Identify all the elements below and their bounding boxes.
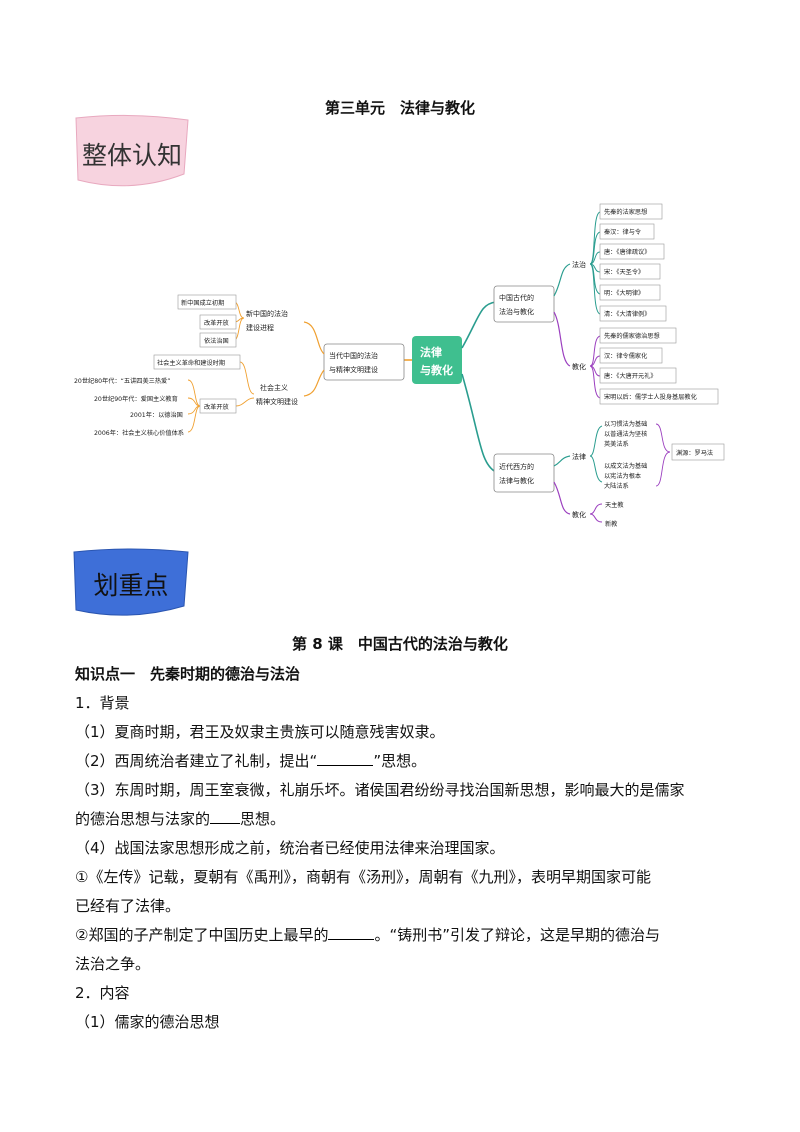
law-item-box (199, 332, 237, 348)
ancient-node (493, 285, 555, 323)
mindmap-center-line1: 法律 (420, 345, 442, 359)
law-label-2: 建设进程 (246, 323, 274, 332)
text: ”思想。 (373, 752, 427, 770)
fill-blank[interactable] (210, 807, 241, 824)
law-item: 改革开放 (204, 319, 229, 327)
culture-item: 20世纪90年代：爱国主义教育 (94, 395, 178, 403)
origin-box (671, 443, 725, 461)
paragraph: （2）西周统治者建立了礼制，提出“ ”思想。 (75, 747, 735, 776)
jiaohua-item-box (599, 388, 719, 405)
culture-item: 2006年：社会主义核心价值体系 (94, 429, 184, 437)
falv-item: 英美法系 (604, 440, 629, 448)
contemporary-node (323, 343, 405, 381)
western-falv-label: 法律 (572, 452, 586, 461)
jiaohua-item: 汉：律令儒家化 (604, 352, 647, 360)
western-node (493, 453, 555, 493)
mindmap: 法律 与教化 中国古代的 法治与教化 法治 教化 先秦的法家思想 秦汉：律与令 … (74, 203, 725, 528)
paragraph: ①《左传》记载，夏朝有《禹刑》，商朝有《汤刑》，周朝有《九刑》，表明早期国家可能 (75, 868, 651, 886)
jiaohua-item-box (599, 327, 677, 344)
text: 思想。 (240, 810, 286, 828)
mindmap-center-line2: 与教化 (420, 363, 453, 377)
culture-label-1: 社会主义 (260, 383, 288, 392)
text: 。“铸刑书”引发了辩论，这是早期的德治与 (374, 926, 660, 944)
overview-banner-label: 整体认知 (81, 141, 182, 170)
jiaohua-item-box (599, 347, 663, 364)
fazhi-item: 秦汉：律与令 (604, 228, 642, 236)
fazhi-item: 明：《大明律》 (604, 289, 644, 297)
ancient-label-2: 法治与教化 (499, 307, 534, 316)
paragraph: （1）儒家的德治思想 (75, 1013, 220, 1031)
contemporary-label-1: 当代中国的法治 (329, 351, 378, 360)
fazhi-item-box (599, 263, 661, 280)
fazhi-item: 先秦的法家思想 (604, 208, 647, 216)
jiaohua-item: 宋明以后：儒学士人投身基层教化 (604, 393, 697, 401)
law-item-box (199, 314, 237, 330)
overview-banner: 整体认知 (72, 114, 192, 190)
culture-early: 社会主义革命和建设时期 (157, 359, 225, 367)
culture-reform: 改革开放 (204, 403, 229, 411)
western-jiaohua-item: 天主教 (605, 501, 624, 509)
unit-title: 第三单元 法律与教化 (324, 99, 475, 117)
fazhi-item-box (599, 243, 665, 260)
culture-label-2: 精神文明建设 (256, 397, 298, 406)
section-heading: 1．背景 (75, 694, 130, 712)
western-label-1: 近代西方的 (499, 462, 534, 471)
paragraph: ②郑国的子产制定了中国历史上最早的 。“铸刑书”引发了辩论，这是早期的德治与 (75, 921, 735, 950)
paragraph: （3）东周时期，周王室衰微，礼崩乐坏。诸侯国君纷纷寻找治国新思想，影响最大的是儒… (75, 781, 685, 799)
text: （2）西周统治者建立了礼制，提出“ (75, 752, 318, 770)
jiaohua-label: 教化 (572, 362, 586, 371)
culture-item: 2001年：以德治国 (130, 411, 183, 419)
lesson-body: 知识点一 先秦时期的德治与法治 1．背景 （1）夏商时期，君王及奴隶主贵族可以随… (75, 660, 735, 1037)
paragraph: 法治之争。 (75, 955, 151, 973)
fazhi-item: 宋：《天圣令》 (604, 268, 644, 276)
western-jiaohua-item: 新教 (605, 520, 617, 528)
falv-item: 以普通法为坚核 (604, 430, 647, 438)
knowledge-point-heading: 知识点一 先秦时期的德治与法治 (75, 665, 301, 683)
falv-item: 以成文法为基础 (604, 462, 647, 470)
paragraph: （1）夏商时期，君王及奴隶主贵族可以随意残害奴隶。 (75, 723, 445, 741)
blue-ribbon-shape (73, 548, 189, 616)
jiaohua-item: 先秦的儒家德治思想 (604, 332, 660, 340)
fazhi-item-box (599, 223, 655, 240)
fazhi-label: 法治 (572, 260, 586, 269)
fazhi-item: 清：《大清律例》 (604, 310, 650, 318)
fazhi-item-box (599, 203, 663, 220)
falv-item: 以宪法为根本 (604, 472, 641, 480)
law-item-box (177, 294, 237, 310)
keypoints-banner-label: 划重点 (93, 571, 169, 600)
contemporary-label-2: 与精神文明建设 (329, 365, 378, 374)
ancient-label-1: 中国古代的 (499, 293, 534, 302)
pink-ribbon-shape (75, 114, 189, 187)
text: ②郑国的子产制定了中国历史上最早的 (75, 926, 329, 944)
law-item: 依法治国 (204, 337, 229, 345)
jiaohua-item-box (599, 367, 677, 384)
culture-item: 20世纪80年代：“五讲四美三热爱” (74, 377, 170, 385)
keypoints-banner: 划重点 (70, 546, 192, 618)
falv-item: 大陆法系 (604, 482, 629, 490)
paragraph: 的德治思想与法家的 思想。 (75, 805, 735, 834)
fazhi-item: 唐：《唐律疏议》 (604, 248, 650, 256)
law-label-1: 新中国的法治 (246, 309, 288, 318)
jiaohua-item: 唐：《大唐开元礼》 (604, 372, 657, 380)
paragraph: （4）战国法家思想形成之前，统治者已经使用法律来治理国家。 (75, 839, 505, 857)
text: 的德治思想与法家的 (75, 810, 211, 828)
fazhi-item-box (599, 284, 661, 301)
origin-label: 渊源：罗马法 (676, 449, 713, 457)
section-heading: 2．内容 (75, 984, 130, 1002)
falv-item: 以习惯法为基础 (604, 420, 647, 428)
fazhi-item-box (599, 305, 667, 322)
lesson-title: 第 8 课 中国古代的法治与教化 (292, 635, 508, 653)
culture-early-box (153, 354, 241, 370)
fill-blank[interactable] (328, 923, 375, 940)
mindmap-center-node (412, 336, 462, 384)
paragraph: 已经有了法律。 (75, 897, 181, 915)
western-jiaohua-label: 教化 (572, 510, 586, 519)
law-item: 新中国成立初期 (181, 299, 224, 307)
western-label-2: 法律与教化 (499, 476, 534, 485)
fill-blank[interactable] (317, 749, 374, 766)
